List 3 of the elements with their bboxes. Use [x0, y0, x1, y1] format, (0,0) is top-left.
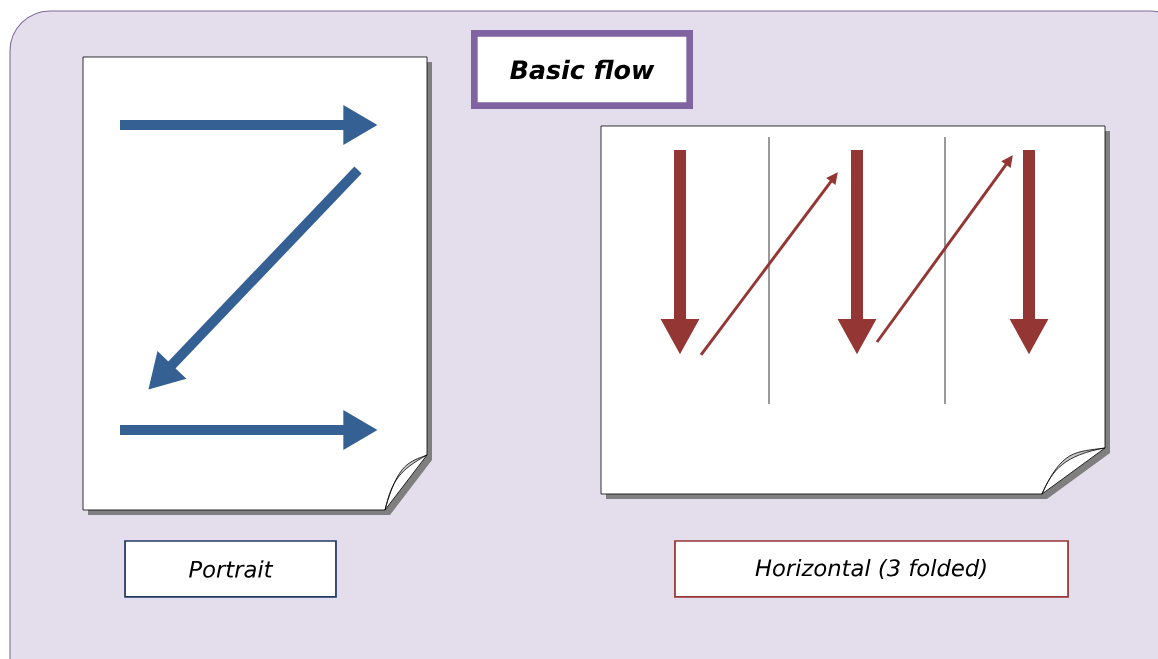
caption-box: Portrait: [124, 540, 337, 598]
caption-box: Horizontal (3 folded): [674, 540, 1069, 598]
title-box: Basic flow: [471, 30, 693, 109]
